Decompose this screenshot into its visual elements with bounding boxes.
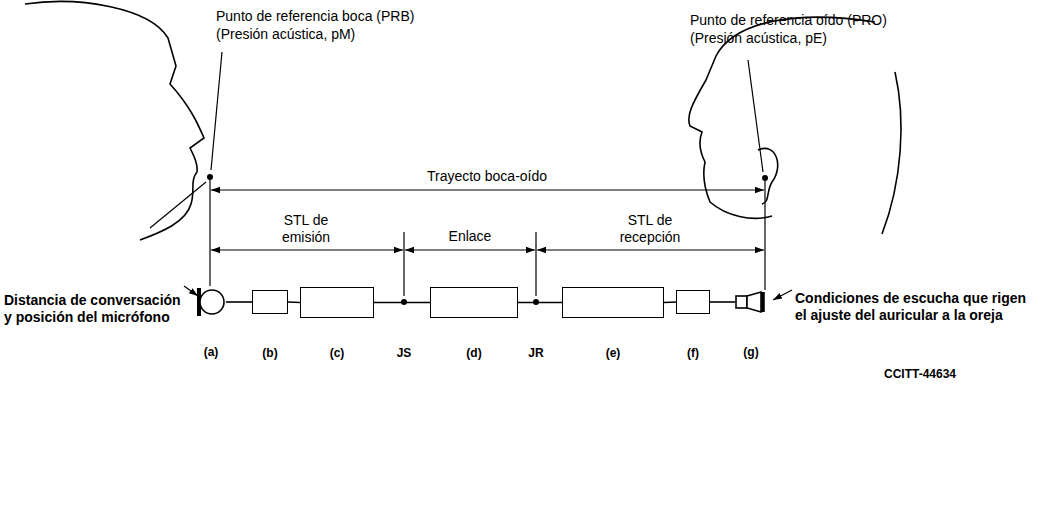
dimension-label: STL de emisión: [266, 212, 346, 246]
signal-line: [710, 301, 735, 303]
dimension-arrow: [405, 249, 535, 250]
microphone-symbol: [196, 288, 226, 316]
junction-label: JR: [516, 345, 556, 362]
head-silhouette: [882, 72, 901, 234]
leader-line: [150, 182, 206, 228]
leader-line: [211, 52, 222, 170]
signal-line: [664, 301, 676, 303]
reference-line: [764, 178, 765, 290]
callout-letter: (b): [262, 346, 277, 360]
dimension-label: Trayecto boca-oído: [424, 168, 550, 185]
dimension-label: Enlace: [430, 228, 510, 245]
signal-line: [288, 301, 300, 303]
junction-label: JS: [384, 345, 424, 362]
leader-line: [748, 60, 763, 172]
head-silhouette: [25, 2, 204, 240]
callout-letter: (f): [687, 346, 699, 360]
callout-letter: (c): [330, 346, 345, 360]
leader-line: [184, 286, 198, 296]
reference-label: Punto de referencia boca (PRB): [216, 8, 476, 25]
earphone-symbol: [735, 292, 767, 312]
figure-code: CCITT-44634: [884, 366, 1034, 383]
process-box: (f): [676, 290, 710, 314]
microphone-symbol: (a): [196, 288, 226, 316]
dimension-arrow: [211, 189, 764, 190]
callout-text: Distancia de conversación y posición del…: [4, 292, 192, 326]
process-box: (c): [300, 287, 374, 318]
dimension-label: STL de recepción: [605, 212, 695, 246]
junction-dot: [401, 299, 407, 305]
reference-line: [209, 177, 210, 286]
process-box: (d): [430, 287, 518, 318]
callout-letter: (g): [743, 345, 758, 359]
dimension-arrow: [211, 249, 403, 250]
callout-letter: (a): [204, 345, 219, 359]
process-box: (b): [252, 290, 288, 314]
reference-line: [403, 232, 404, 296]
callout-text: Condiciones de escucha que rigen el ajus…: [795, 290, 1035, 324]
signal-line: [518, 302, 562, 304]
callout-letter: (e): [606, 346, 621, 360]
earphone-symbol: (g): [735, 292, 767, 312]
dimension-arrow: [537, 249, 764, 250]
leader-line: [773, 290, 792, 300]
signal-line: [226, 301, 252, 303]
reference-label: (Presión acústica, pM): [216, 26, 476, 43]
reference-label: (Presión acústica, pE): [690, 30, 950, 47]
junction-dot: [533, 299, 539, 305]
reference-label: Punto de referencia oído (PRO): [690, 12, 950, 29]
callout-letter: (d): [466, 346, 481, 360]
reference-line: [535, 232, 536, 296]
head-silhouette: [689, 17, 875, 218]
process-box: (e): [562, 287, 664, 318]
